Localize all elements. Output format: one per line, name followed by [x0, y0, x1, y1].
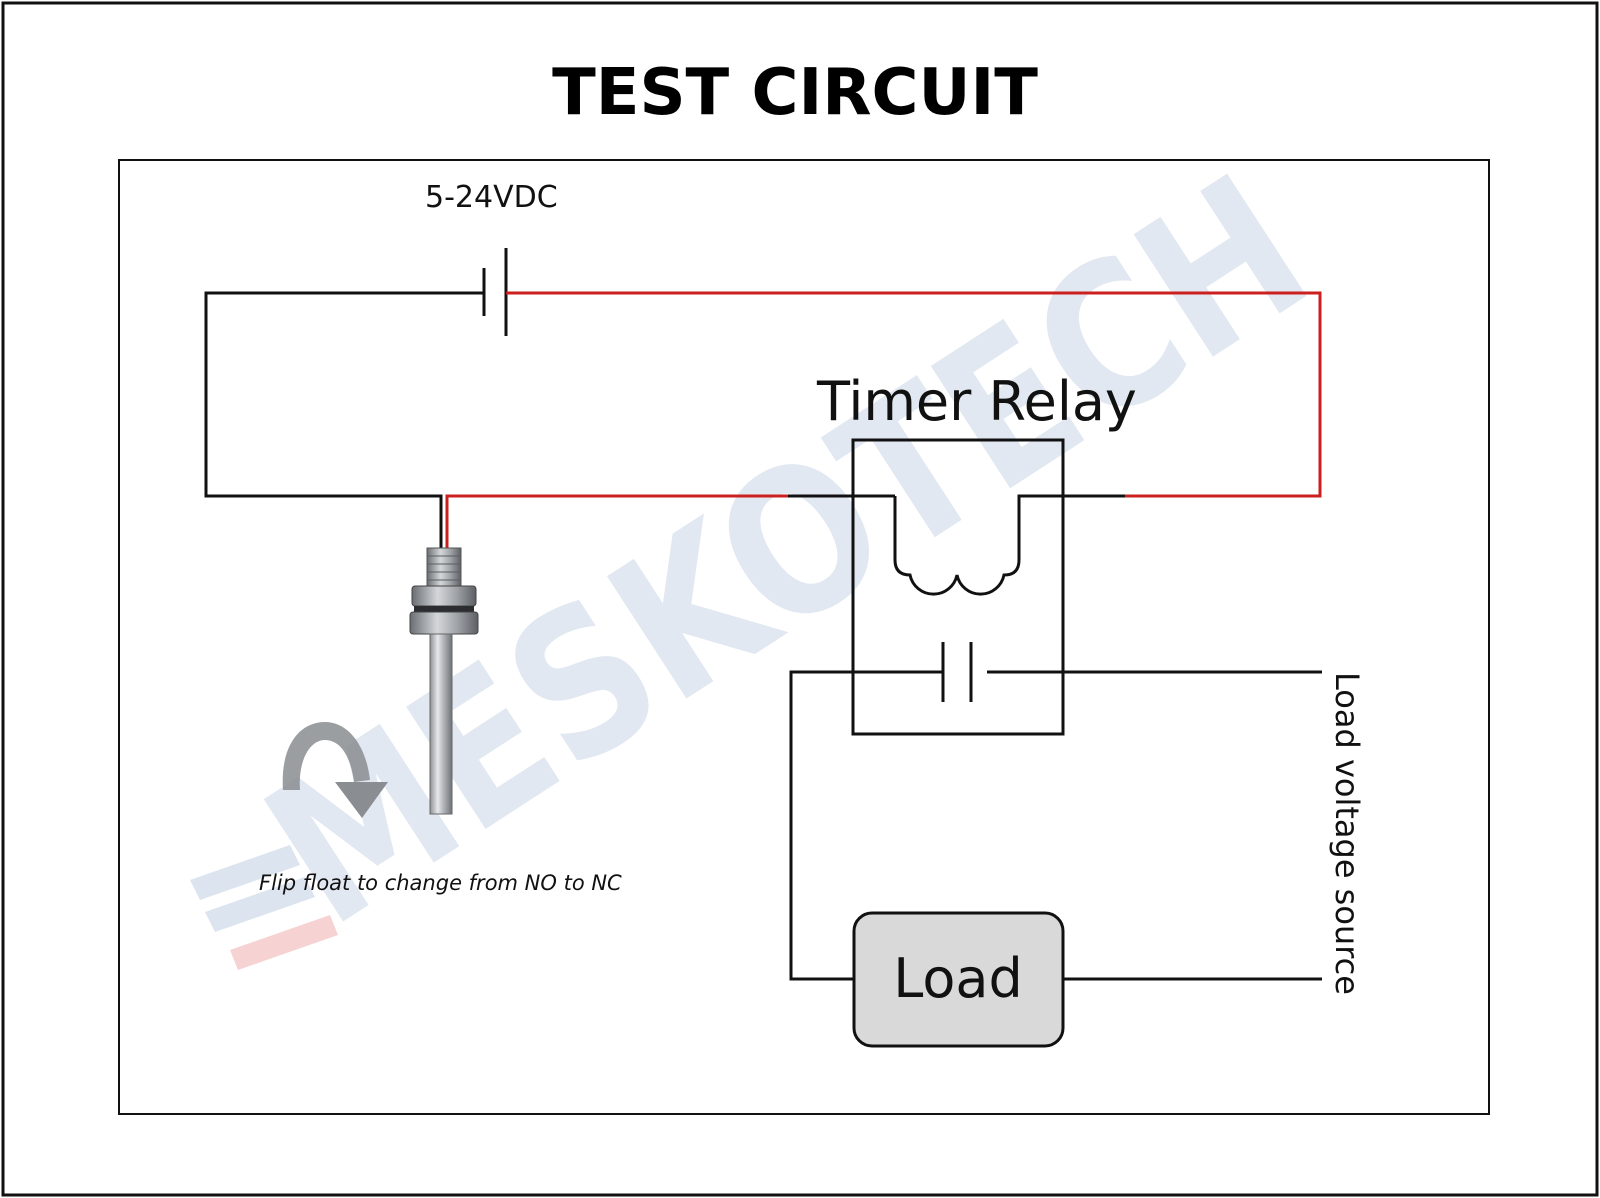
wiring-black	[204, 291, 1322, 981]
float-switch-nut-top	[411, 585, 477, 607]
float-switch-rod	[429, 633, 453, 815]
flip-arrow-icon	[282, 722, 388, 818]
timer-relay-label: Timer Relay	[816, 370, 1137, 433]
relay-coil	[893, 494, 1027, 596]
supply-voltage-label: 5-24VDC	[425, 180, 558, 215]
flip-float-note: Flip float to change from NO to NC	[259, 871, 622, 895]
float-switch	[409, 547, 479, 815]
load-label: Load	[893, 947, 1023, 1010]
load-box	[852, 911, 1065, 1048]
load-voltage-source-label: Load voltage source	[1328, 672, 1366, 995]
float-switch-washer	[414, 606, 474, 612]
watermark-logo-mark	[190, 845, 338, 970]
diagram-border	[118, 159, 1490, 1115]
page-title: TEST CIRCUIT	[552, 56, 1038, 130]
relay-contact	[941, 642, 973, 702]
float-switch-nut-bottom	[409, 611, 479, 635]
timer-relay-box	[851, 438, 1065, 736]
wiring-red	[445, 291, 1322, 548]
